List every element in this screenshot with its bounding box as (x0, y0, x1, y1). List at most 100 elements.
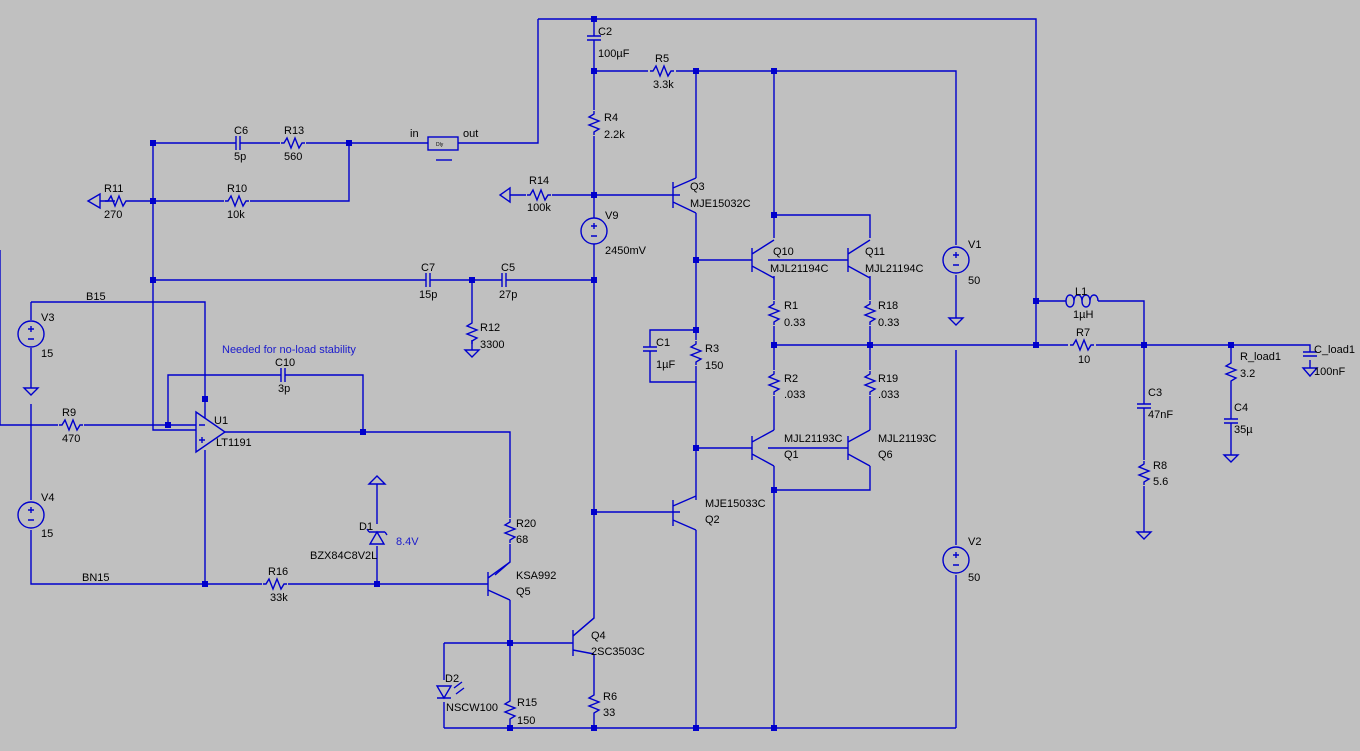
q5-value: KSA992 (516, 570, 556, 582)
l1-inductor (1065, 294, 1099, 308)
r3-resistor (690, 340, 702, 366)
r16-resistor (262, 578, 288, 590)
r8-resistor (1138, 460, 1150, 486)
r14-name: R14 (529, 175, 549, 187)
net-out: out (463, 128, 478, 140)
q4-value: 2SC3503C (591, 646, 645, 658)
q5-transistor (487, 561, 511, 601)
q3-value: MJE15032C (690, 198, 751, 210)
r16-value: 33k (270, 592, 288, 604)
u1-name: U1 (214, 415, 228, 427)
r12-resistor (466, 319, 478, 345)
c5-capacitor (495, 272, 513, 288)
c1-value: 1µF (656, 359, 675, 371)
r9-resistor (58, 419, 84, 431)
r-load1-value: 3.2 (1240, 368, 1255, 380)
v4-name: V4 (41, 492, 54, 504)
r19-resistor (864, 370, 876, 396)
r10-name: R10 (227, 183, 247, 195)
v3-value: 15 (41, 348, 53, 360)
r11-name: R11 (104, 183, 123, 195)
r6-value: 33 (603, 707, 615, 719)
net-in: in (410, 128, 419, 140)
v9-name: V9 (605, 210, 618, 222)
wires (0, 18, 1311, 729)
r3-value: 150 (705, 360, 723, 372)
l1-name: L1 (1075, 286, 1087, 298)
c6-value: 5p (234, 151, 246, 163)
c6-name: C6 (234, 125, 248, 137)
c4-value: 35µ (1234, 424, 1253, 436)
c2-name: C2 (598, 26, 612, 38)
q3-transistor (672, 177, 697, 214)
r18-value: 0.33 (878, 317, 899, 329)
u1-opamp (195, 410, 227, 454)
r19-value: .033 (878, 389, 899, 401)
r12-name: R12 (480, 322, 500, 334)
c5-name: C5 (501, 262, 515, 274)
q1-value: MJL21193C (784, 433, 843, 445)
r20-value: 68 (516, 534, 528, 546)
r5-name: R5 (655, 53, 669, 65)
q2-value: MJE15033C (705, 498, 766, 510)
r1-resistor (768, 300, 780, 326)
r13-resistor (280, 137, 306, 149)
r2-resistor (768, 370, 780, 396)
c-load1-value: 100nF (1314, 366, 1345, 378)
r8-name: R8 (1153, 460, 1167, 472)
v2-value: 50 (968, 572, 980, 584)
r11-resistor (104, 195, 130, 207)
c7-value: 15p (419, 289, 437, 301)
c1-name: C1 (656, 337, 670, 349)
r15-name: R15 (517, 697, 537, 709)
c10-capacitor (274, 367, 292, 383)
junction-dots (150, 16, 1234, 731)
d2-value: NSCW100 (446, 702, 498, 714)
q11-value: MJL21194C (865, 263, 924, 275)
r6-resistor (588, 691, 600, 717)
r-load1-resistor (1225, 359, 1237, 385)
r20-name: R20 (516, 518, 536, 530)
r13-name: R13 (284, 125, 304, 137)
r-load1-name: R_load1 (1240, 351, 1281, 363)
r2-name: R2 (784, 373, 798, 385)
r18-name: R18 (878, 300, 898, 312)
r12-value: 3300 (480, 339, 504, 351)
svg-text:Dly: Dly (436, 142, 444, 148)
c7-capacitor (419, 272, 437, 288)
r7-value: 10 (1078, 354, 1090, 366)
r9-value: 470 (62, 433, 80, 445)
r1-value: 0.33 (784, 317, 805, 329)
v2-source (942, 546, 970, 574)
net-bn15: BN15 (82, 572, 110, 584)
q6-name: Q6 (878, 449, 893, 461)
q1-name: Q1 (784, 449, 799, 461)
c1-capacitor (642, 340, 658, 358)
r4-name: R4 (604, 112, 618, 124)
r19-name: R19 (878, 373, 898, 385)
c3-value: 47nF (1148, 409, 1173, 421)
q2-name: Q2 (705, 514, 720, 526)
c7-name: C7 (421, 262, 435, 274)
r10-resistor (224, 195, 250, 207)
q4-name: Q4 (591, 630, 606, 642)
r8-value: 5.6 (1153, 476, 1168, 488)
net-b15: B15 (86, 291, 106, 303)
r15-resistor (504, 697, 516, 723)
labels: C2 100µF R5 3.3k R4 2.2k C6 5p R13 560 i… (41, 26, 1355, 727)
r10-value: 10k (227, 209, 245, 221)
q10-transistor (751, 239, 775, 279)
q6-transistor (847, 429, 871, 467)
d2-led (435, 681, 465, 700)
q6-value: MJL21193C (878, 433, 937, 445)
c10-value: 3p (278, 383, 290, 395)
r13-value: 560 (284, 151, 302, 163)
q4-transistor (572, 617, 595, 656)
v1-source (942, 246, 970, 274)
d1-zener (366, 528, 388, 545)
q10-value: MJL21194C (770, 263, 829, 275)
c-load1-capacitor (1303, 351, 1317, 357)
c4-name: C4 (1234, 402, 1248, 414)
r11-value: 270 (104, 209, 122, 221)
